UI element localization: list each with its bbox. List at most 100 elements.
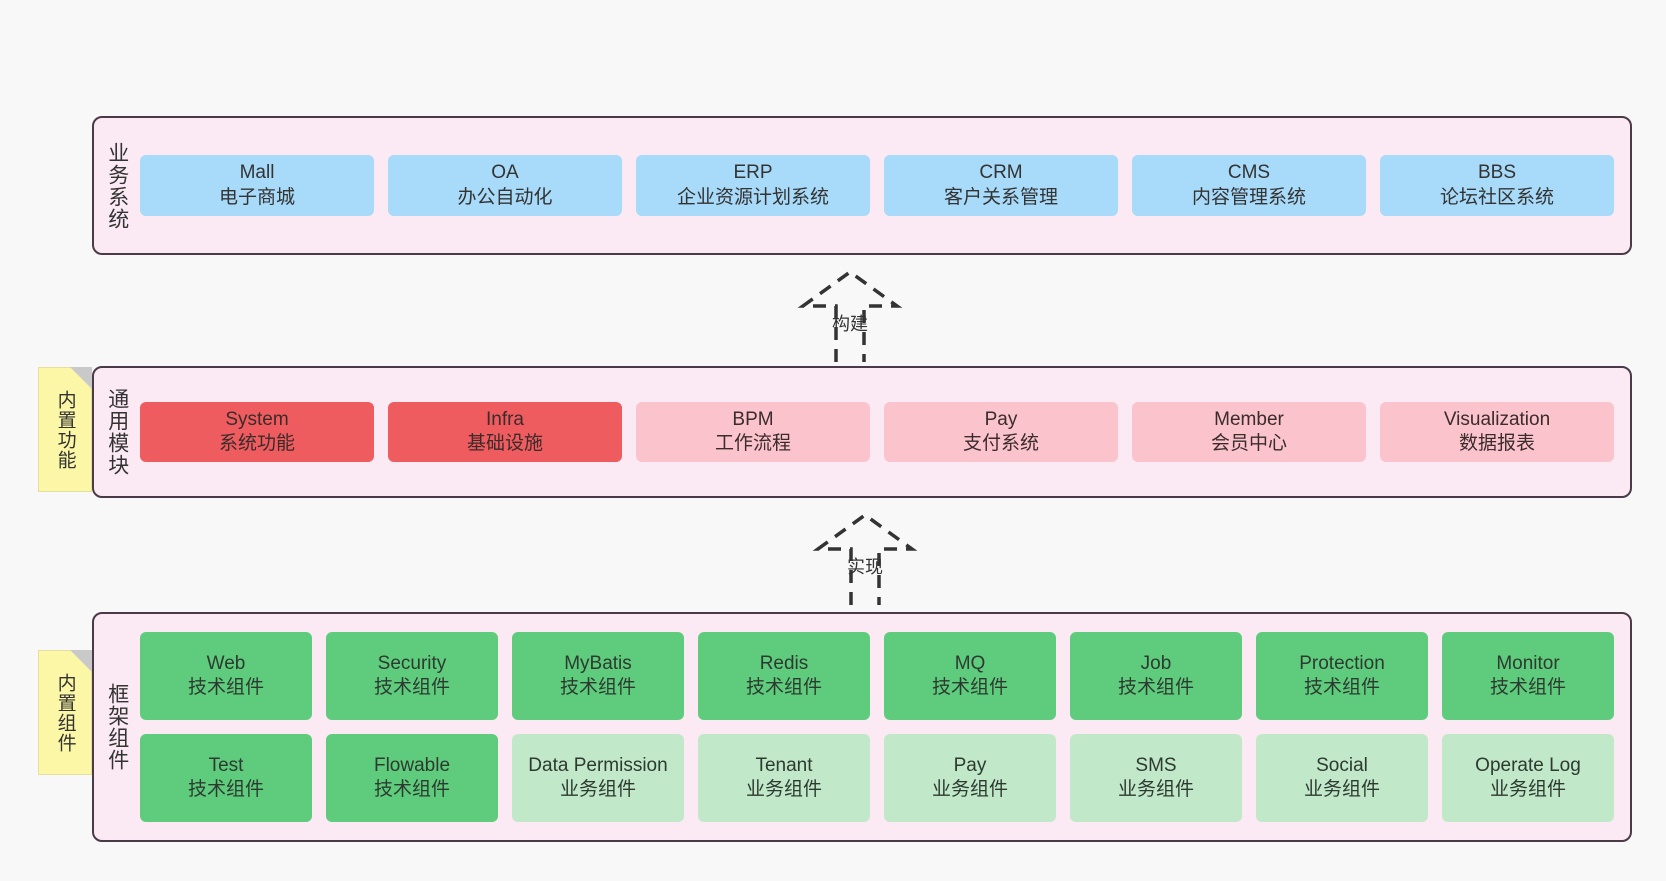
sticky-note-label: 内置组件 <box>54 672 76 753</box>
node-crm[interactable]: CRM 客户关系管理 <box>884 155 1118 216</box>
node-name: Social <box>1316 754 1368 776</box>
layer-title-business-systems: 业务系统 <box>105 141 129 230</box>
node-oa[interactable]: OA 办公自动化 <box>388 155 622 216</box>
node-subtitle: 业务组件 <box>559 779 636 800</box>
node-redis[interactable]: Redis 技术组件 <box>698 632 870 720</box>
node-name: MyBatis <box>564 652 632 674</box>
node-name: Visualization <box>1443 408 1551 430</box>
node-flowable[interactable]: Flowable 技术组件 <box>326 734 498 822</box>
sticky-note-builtin-features: 内置功能 <box>38 367 92 492</box>
node-subtitle: 基础设施 <box>466 433 543 454</box>
folded-corner-icon <box>70 650 92 672</box>
node-subtitle: 技术组件 <box>373 779 450 800</box>
layer-title-framework-components: 框架组件 <box>105 683 129 771</box>
node-name: OA <box>491 162 519 184</box>
node-subtitle: 技术组件 <box>559 677 636 698</box>
layer-body-framework-components: Web 技术组件 Security 技术组件 MyBatis 技术组件 Redi… <box>140 614 1630 840</box>
node-name: Infra <box>485 408 525 430</box>
node-test[interactable]: Test 技术组件 <box>140 734 312 822</box>
layer-business-systems: 业务系统 Mall 电子商城 OA 办公自动化 ERP 企业资源计划系统 CRM… <box>92 116 1632 255</box>
node-name: Data Permission <box>528 754 668 776</box>
node-name: MQ <box>954 652 986 674</box>
node-subtitle: 技术组件 <box>1117 677 1194 698</box>
node-subtitle: 工作流程 <box>714 433 791 454</box>
node-name: Monitor <box>1496 652 1560 674</box>
node-row: Test 技术组件 Flowable 技术组件 Data Permission … <box>140 734 1614 822</box>
node-name: Redis <box>759 652 809 674</box>
node-subtitle: 办公自动化 <box>457 186 553 208</box>
connector-label: 构建 <box>832 314 868 334</box>
node-name: ERP <box>733 162 773 184</box>
node-name: Operate Log <box>1475 754 1581 776</box>
node-system[interactable]: System 系统功能 <box>140 401 374 463</box>
node-name: BBS <box>1477 162 1517 184</box>
node-name: CRM <box>979 162 1023 184</box>
node-name: Test <box>208 754 244 776</box>
node-subtitle: 数据报表 <box>1458 433 1535 454</box>
node-subtitle: 技术组件 <box>1303 677 1380 698</box>
node-subtitle: 会员中心 <box>1210 433 1287 454</box>
node-name: Web <box>206 652 246 674</box>
node-web[interactable]: Web 技术组件 <box>140 632 312 720</box>
node-subtitle: 技术组件 <box>187 677 264 698</box>
node-subtitle: 技术组件 <box>1489 677 1566 698</box>
node-row: System 系统功能 Infra 基础设施 BPM 工作流程 Pay 支付系统… <box>140 401 1614 463</box>
node-row: Web 技术组件 Security 技术组件 MyBatis 技术组件 Redi… <box>140 632 1614 720</box>
node-social[interactable]: Social 业务组件 <box>1256 734 1428 822</box>
layer-body-common-modules: System 系统功能 Infra 基础设施 BPM 工作流程 Pay 支付系统… <box>140 368 1630 496</box>
node-bpm[interactable]: BPM 工作流程 <box>636 401 870 463</box>
node-infra[interactable]: Infra 基础设施 <box>388 401 622 463</box>
node-mybatis[interactable]: MyBatis 技术组件 <box>512 632 684 720</box>
node-subtitle: 系统功能 <box>218 433 295 454</box>
node-mall[interactable]: Mall 电子商城 <box>140 155 374 216</box>
node-cms[interactable]: CMS 内容管理系统 <box>1132 155 1366 216</box>
node-name: CMS <box>1227 162 1271 184</box>
connector-build: 构建 <box>795 270 905 362</box>
node-subtitle: 技术组件 <box>373 677 450 698</box>
node-name: Job <box>1140 652 1172 674</box>
node-member[interactable]: Member 会员中心 <box>1132 401 1366 463</box>
node-erp[interactable]: ERP 企业资源计划系统 <box>636 155 870 216</box>
node-bbs[interactable]: BBS 论坛社区系统 <box>1380 155 1614 216</box>
node-name: Member <box>1214 408 1284 430</box>
node-name: Pay <box>953 754 987 776</box>
node-visualization[interactable]: Visualization 数据报表 <box>1380 401 1614 463</box>
node-name: Pay <box>984 408 1018 430</box>
node-subtitle: 企业资源计划系统 <box>676 186 829 208</box>
node-subtitle: 支付系统 <box>962 433 1039 454</box>
node-subtitle: 技术组件 <box>187 779 264 800</box>
node-name: Tenant <box>755 754 813 776</box>
node-name: Protection <box>1299 652 1385 674</box>
node-subtitle: 业务组件 <box>1303 779 1380 800</box>
node-operate-log[interactable]: Operate Log 业务组件 <box>1442 734 1614 822</box>
layer-title-common-modules: 通用模块 <box>105 388 129 476</box>
node-protection[interactable]: Protection 技术组件 <box>1256 632 1428 720</box>
node-sms[interactable]: SMS 业务组件 <box>1070 734 1242 822</box>
node-job[interactable]: Job 技术组件 <box>1070 632 1242 720</box>
layer-common-modules: 通用模块 System 系统功能 Infra 基础设施 BPM 工作流程 Pay… <box>92 366 1632 498</box>
node-subtitle: 业务组件 <box>1489 779 1566 800</box>
node-name: System <box>225 408 289 430</box>
node-security[interactable]: Security 技术组件 <box>326 632 498 720</box>
node-subtitle: 技术组件 <box>931 677 1008 698</box>
node-subtitle: 业务组件 <box>745 779 822 800</box>
node-subtitle: 技术组件 <box>745 677 822 698</box>
node-name: BPM <box>732 408 774 430</box>
folded-corner-icon <box>70 367 92 389</box>
layer-framework-components: 框架组件 Web 技术组件 Security 技术组件 MyBatis 技术组件… <box>92 612 1632 842</box>
dashed-arrow-shape <box>797 270 903 362</box>
node-name: SMS <box>1135 754 1177 776</box>
node-mq[interactable]: MQ 技术组件 <box>884 632 1056 720</box>
node-subtitle: 客户关系管理 <box>943 186 1058 208</box>
node-monitor[interactable]: Monitor 技术组件 <box>1442 632 1614 720</box>
node-name: Security <box>377 652 447 674</box>
node-tenant[interactable]: Tenant 业务组件 <box>698 734 870 822</box>
node-pay[interactable]: Pay 支付系统 <box>884 401 1118 463</box>
node-subtitle: 业务组件 <box>1117 779 1194 800</box>
node-name: Mall <box>239 162 275 184</box>
node-pay-component[interactable]: Pay 业务组件 <box>884 734 1056 822</box>
layer-body-business-systems: Mall 电子商城 OA 办公自动化 ERP 企业资源计划系统 CRM 客户关系… <box>140 118 1630 253</box>
sticky-note-builtin-components: 内置组件 <box>38 650 92 775</box>
node-data-permission[interactable]: Data Permission 业务组件 <box>512 734 684 822</box>
